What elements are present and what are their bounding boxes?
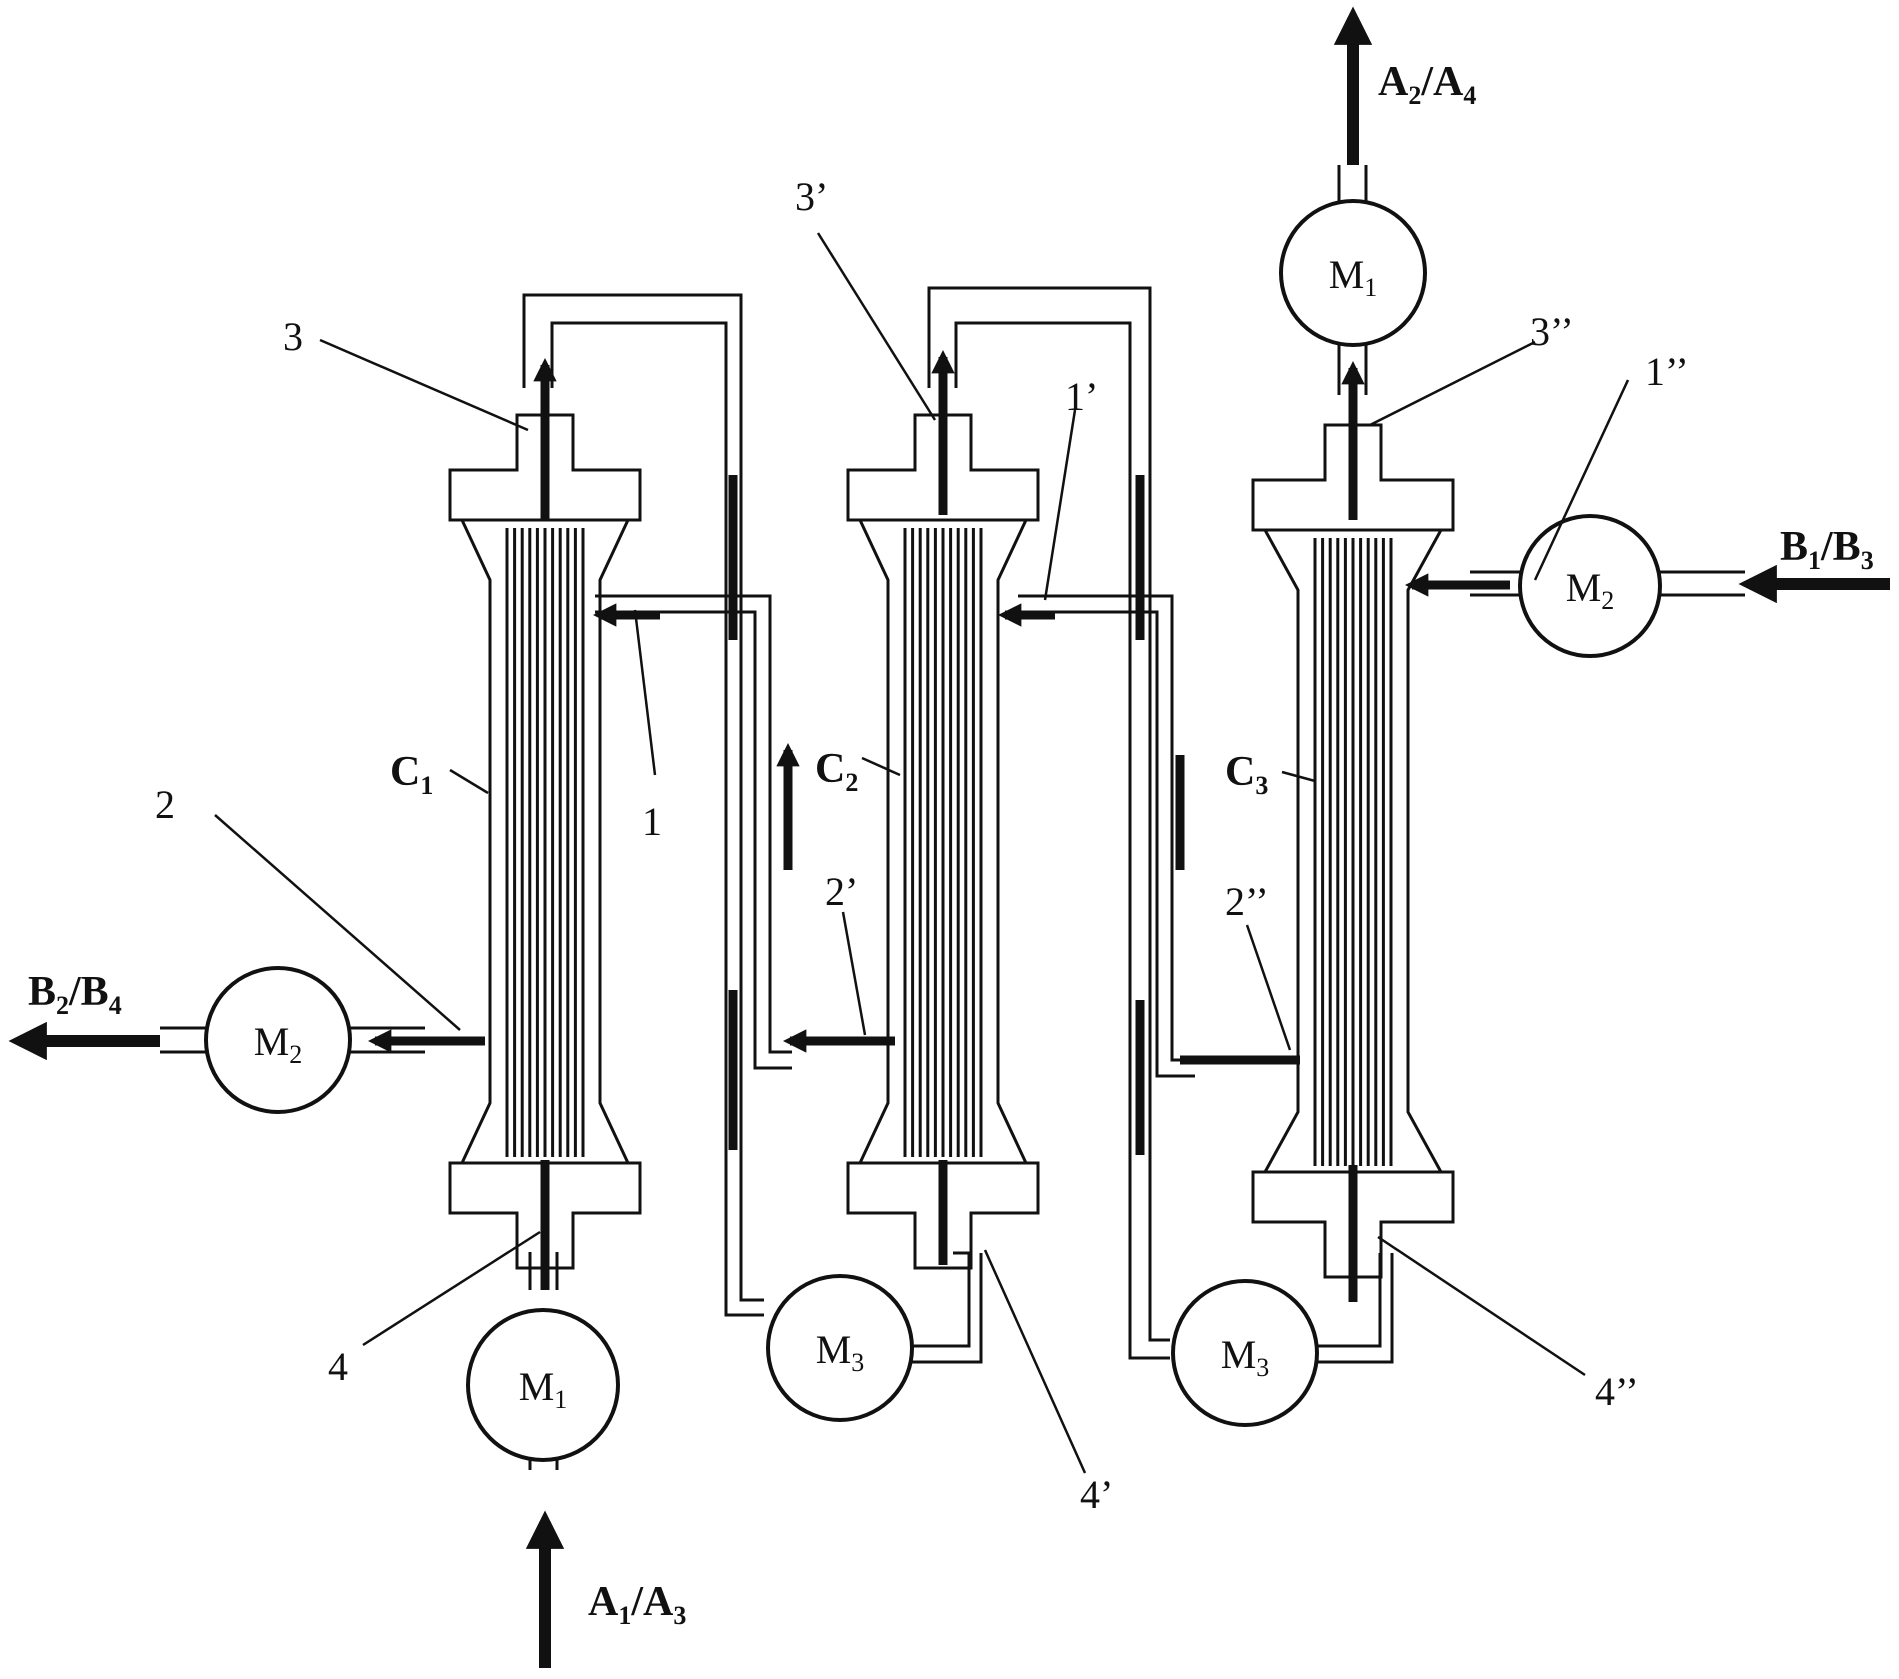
leader-3p (816, 232, 937, 421)
column-c2-label: C2 (815, 746, 858, 797)
pipe-m3-c3-bottom-b (1316, 1253, 1394, 1364)
pipe-m2-left-out (160, 1026, 207, 1054)
leader-4pp (1377, 1235, 1586, 1377)
leader-c2 (861, 756, 901, 777)
stream-a-out-label: A2/A4 (1378, 59, 1476, 110)
pump-m1-bottom-label: M1 (519, 1364, 568, 1414)
leader-c3 (1281, 770, 1316, 783)
pump-m2-left-label: M2 (254, 1019, 303, 1069)
pump-m3-first-label: M3 (816, 1327, 865, 1377)
pipe-m2-right-in (1655, 570, 1745, 597)
pipe-c1-c2-cross-b (595, 610, 792, 1070)
column-c2-geometry (846, 413, 1040, 1270)
leader-2 (214, 814, 461, 1031)
port-label-1: 1 (642, 799, 662, 844)
pump-m2-right-label: M2 (1566, 565, 1615, 615)
pipe-c2-top-outer (927, 286, 1170, 1342)
port-label-2p: 2’ (825, 869, 858, 914)
leader-4p (983, 1249, 1087, 1474)
leader-4 (362, 1230, 541, 1347)
piping (160, 165, 1745, 1470)
leader-c1 (449, 768, 489, 795)
port-label-1pp: 1’’ (1645, 349, 1689, 394)
pipe-c2-c3-cross-b (1018, 610, 1195, 1078)
leader-lines (214, 232, 1630, 1474)
pump-m2-right (1518, 514, 1662, 658)
pipe-c1-top-outer (522, 293, 764, 1302)
port-label-4pp: 4’’ (1595, 1369, 1639, 1414)
port-label-2: 2 (155, 782, 175, 827)
port-label-3p: 3’ (795, 174, 828, 219)
port-label-4p: 4’ (1080, 1472, 1113, 1517)
pipe-c1-top-inner (550, 321, 764, 1317)
pump-m1-bottom (466, 1308, 620, 1462)
stream-a-in-label: A1/A3 (588, 1579, 686, 1630)
port-label-3pp: 3’’ (1530, 309, 1574, 354)
leader-1p (1043, 409, 1077, 601)
pumps (204, 199, 1662, 1462)
leader-3pp (1369, 340, 1536, 427)
port-label-1p: 1’ (1065, 374, 1098, 419)
pipe-m1-bottom-in (528, 1252, 559, 1290)
column-c3-label: C3 (1225, 749, 1268, 800)
pump-m1-top (1279, 199, 1427, 347)
leader-2p (841, 911, 867, 1036)
pipe-c2-top-inner (954, 321, 1170, 1360)
pump-m3-first (766, 1274, 914, 1422)
flow-arrows (8, 6, 1890, 1668)
pump-m2-left (204, 966, 352, 1114)
pump-m1-top-label: M1 (1329, 252, 1378, 302)
pipe-c1-c2-cross (595, 594, 792, 1054)
pipe-c2-c3-cross (1018, 594, 1195, 1062)
leader-1pp (1533, 379, 1630, 581)
port-label-3: 3 (283, 314, 303, 359)
leader-3 (319, 338, 529, 432)
leader-1 (633, 609, 657, 776)
pipe-m3-c3-bottom (1316, 1253, 1382, 1348)
port-label-2pp: 2’’ (1225, 879, 1269, 924)
column-c3-geometry (1251, 423, 1455, 1279)
stream-b-out-label: B2/B4 (28, 969, 122, 1020)
leader-2pp (1245, 924, 1292, 1051)
pipe-m3-c2-bottom (912, 1251, 971, 1348)
column-c1-label: C1 (390, 749, 433, 800)
pump-m3-second (1171, 1279, 1319, 1427)
pump-m3-second-label: M3 (1221, 1332, 1270, 1382)
column-c1-geometry (448, 413, 642, 1270)
pipe-m1-top-in (1337, 343, 1368, 395)
stream-b-in-label: B1/B3 (1780, 524, 1874, 575)
pipe-m3-c2-bottom-b (912, 1253, 983, 1364)
port-label-4: 4 (328, 1344, 348, 1389)
internal-arrows (367, 349, 1510, 1302)
